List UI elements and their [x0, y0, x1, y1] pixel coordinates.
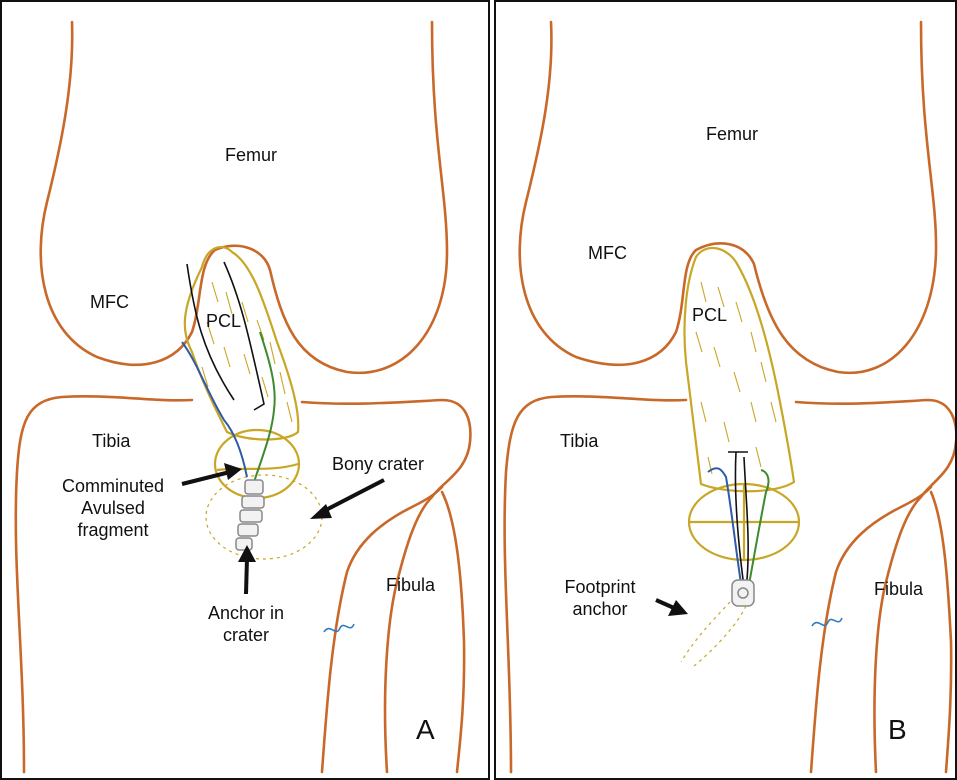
footprint-anchor-icon — [732, 580, 754, 606]
panel-b-drawing — [496, 2, 957, 780]
suture-blue — [182, 342, 247, 477]
fibula-label: Fibula — [386, 574, 435, 596]
pcl-label: PCL — [692, 304, 727, 326]
panel-a: Femur MFC PCL Tibia Fibula Comminuted Av… — [0, 0, 490, 780]
anchor-label: Anchor in crater — [182, 602, 310, 646]
femur-outline — [520, 22, 936, 373]
footprint-anchor-label: Footprint anchor — [554, 576, 646, 620]
arrow-anchor — [238, 545, 256, 594]
suture-green — [254, 332, 275, 482]
fibula-label: Fibula — [874, 578, 923, 600]
drill-track — [681, 602, 746, 666]
tibia-label: Tibia — [92, 430, 130, 452]
tibia-label: Tibia — [560, 430, 598, 452]
fragment-label: Comminuted Avulsed fragment — [48, 475, 178, 541]
panel-a-drawing — [2, 2, 490, 780]
panel-letter-b: B — [888, 714, 907, 746]
pcl-ligament — [684, 248, 794, 491]
bony-crater — [206, 475, 322, 559]
fibula-outline — [811, 487, 951, 772]
femur-label: Femur — [706, 123, 758, 145]
arrow-crater — [310, 480, 384, 519]
anchor-icon — [236, 480, 264, 550]
suture-black — [187, 262, 264, 410]
panel-letter-a: A — [416, 714, 435, 746]
pcl-label: PCL — [206, 310, 241, 332]
mfc-label: MFC — [588, 242, 627, 264]
arrow-anchor — [656, 600, 688, 616]
fibula-outline — [322, 487, 464, 772]
femur-label: Femur — [225, 144, 277, 166]
mfc-label: MFC — [90, 291, 129, 313]
crater-label: Bony crater — [332, 453, 424, 475]
panel-b: Femur MFC PCL Tibia Fibula Footprint anc… — [494, 0, 957, 780]
fibula-squiggle — [324, 624, 354, 632]
